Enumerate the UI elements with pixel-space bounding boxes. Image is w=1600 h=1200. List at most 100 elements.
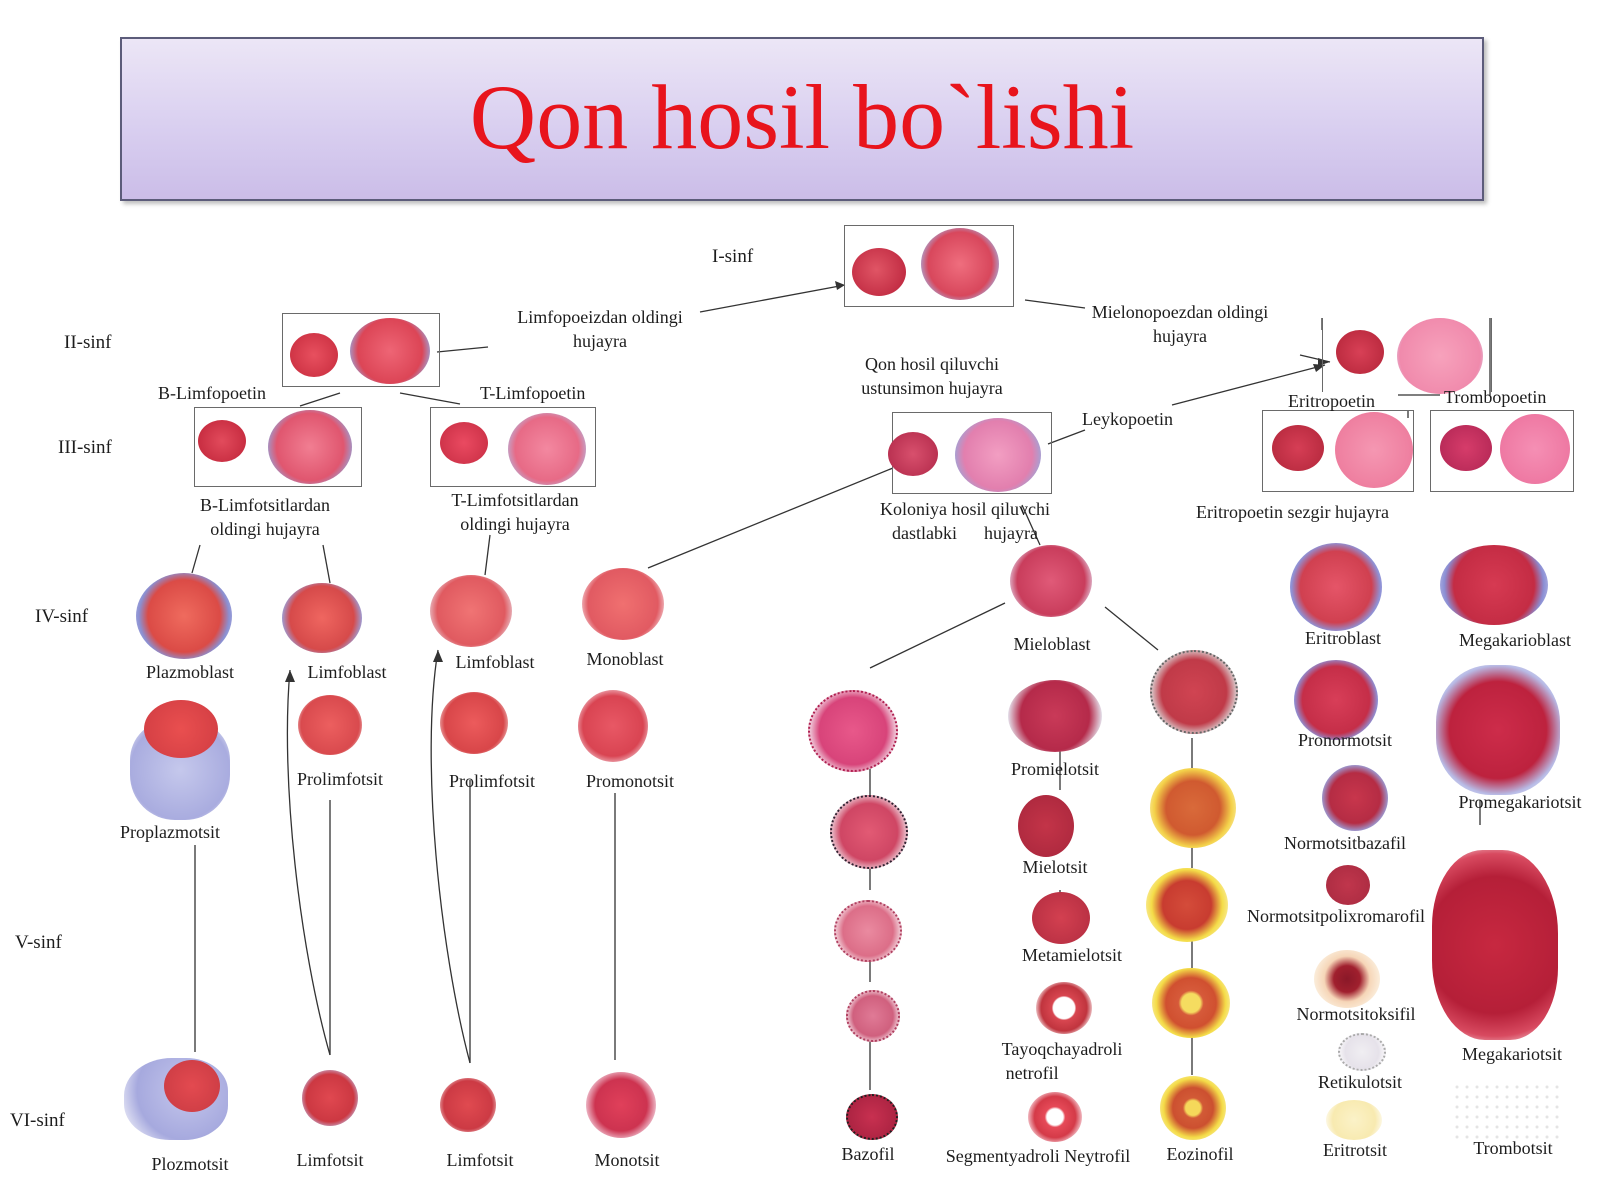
erythropoietin-label: Eritropoetin bbox=[1288, 391, 1375, 411]
eosinophil-precursor-cell bbox=[1150, 650, 1238, 734]
erythrocyte-cell bbox=[1326, 1100, 1382, 1140]
normo-oxy-cell bbox=[1314, 950, 1380, 1008]
class-label-5: V-sinf bbox=[15, 932, 62, 953]
basophil-label: Bazofil bbox=[841, 1144, 895, 1164]
t-pre-label: T-Limfotsitlardan oldingi hujayra bbox=[451, 488, 578, 536]
promegakaryocyte-label: Promegakariotsit bbox=[1458, 792, 1582, 812]
proplasmocyte-nucleus bbox=[144, 700, 218, 758]
metamyelocyte-cell bbox=[1032, 892, 1090, 944]
lymphocyte-label-2: Limfotsit bbox=[446, 1150, 514, 1170]
lymphoblast-cell-1 bbox=[282, 583, 362, 653]
pronormocyte-cell bbox=[1294, 660, 1378, 740]
stem-cell-small bbox=[852, 248, 906, 296]
colony-label-line1: Koloniya hosil qiluvchi bbox=[880, 499, 1050, 519]
stem-label-line1: Qon hosil qiluvchi bbox=[865, 354, 999, 374]
myelo-pre-label-line2: hujayra bbox=[1153, 326, 1207, 346]
prolymphocyte-cell-2 bbox=[440, 692, 508, 754]
page-title: Qon hosil bo`lishi bbox=[469, 66, 1135, 168]
myeloblast-label: Mieloblast bbox=[1013, 634, 1091, 654]
megakaryocyte-label: Megakariotsit bbox=[1462, 1044, 1562, 1064]
myelocyte-cell bbox=[1018, 795, 1074, 857]
plasmocyte-label: Plozmotsit bbox=[151, 1154, 229, 1174]
myelo-pre-label-line1: Mielonopoezdan oldingi bbox=[1091, 302, 1269, 322]
class-label-4: IV-sinf bbox=[35, 606, 89, 627]
seg-neutrophil-cell bbox=[1028, 1092, 1082, 1142]
erythroblast-label: Eritroblast bbox=[1305, 628, 1381, 648]
b-pre-label: B-Limfotsitlardan oldingi hujayra bbox=[200, 493, 330, 541]
t-pre-label-line2: oldingi hujayra bbox=[460, 514, 570, 534]
connector bbox=[1024, 299, 1086, 309]
normo-poly-cell bbox=[1326, 865, 1370, 905]
colony-label-line2: dastlabki hujayra bbox=[892, 523, 1038, 543]
eosinophil-cell bbox=[1160, 1076, 1226, 1140]
connector bbox=[399, 392, 461, 405]
prolymphocyte-label-1: Prolimfotsit bbox=[296, 769, 384, 789]
basophil-band-cell bbox=[846, 990, 900, 1042]
colony-label: Koloniya hosil qiluvchi dastlabki hujayr… bbox=[880, 497, 1050, 545]
lymph-pre-label-line1: Limfopoeizdan oldingi bbox=[517, 307, 683, 327]
seg-neutrophil-label: Segmentyadroli Neytrofil bbox=[945, 1146, 1131, 1166]
t-pre-large bbox=[508, 413, 586, 485]
normo-oxy-label: Normotsitoksifil bbox=[1296, 1004, 1416, 1024]
myelo-pre-large bbox=[1397, 318, 1483, 394]
b-pre-frame bbox=[194, 407, 362, 487]
connector bbox=[1021, 504, 1041, 546]
megakaryocyte-cell bbox=[1432, 850, 1558, 1040]
promonocyte-cell bbox=[578, 690, 648, 762]
lymphoblast-label-1: Limfoblast bbox=[307, 662, 387, 682]
eosinophil-metamyelocyte-cell bbox=[1146, 868, 1228, 942]
normo-baso-label: Normotsitbazafil bbox=[1284, 833, 1406, 853]
ery-sensitive-small bbox=[1272, 425, 1324, 471]
arrowhead bbox=[285, 670, 295, 682]
title-banner: Qon hosil bo`lishi bbox=[120, 37, 1484, 201]
myelo-pre-frame bbox=[1322, 318, 1492, 392]
connector bbox=[436, 346, 489, 353]
connector bbox=[1171, 364, 1326, 406]
megakaryoblast-label: Megakarioblast bbox=[1459, 630, 1571, 650]
monoblast-cell bbox=[582, 568, 664, 640]
t-pre-small bbox=[440, 422, 488, 464]
class-label-1: I-sinf bbox=[712, 246, 754, 267]
thrombo-sensitive-large bbox=[1500, 414, 1570, 484]
b-pre-small bbox=[198, 420, 246, 462]
connector bbox=[484, 534, 491, 576]
eosinophil-myelocyte-cell bbox=[1150, 768, 1236, 848]
stem-cell-large bbox=[921, 228, 999, 300]
basophil-cell bbox=[846, 1094, 898, 1140]
class-label-2: II-sinf bbox=[64, 332, 112, 353]
connector bbox=[647, 467, 894, 569]
eosinophil-label: Eozinofil bbox=[1166, 1144, 1234, 1164]
leukopoietin-label: Leykopoetin bbox=[1082, 409, 1173, 429]
lymphoblast-label-2: Limfoblast bbox=[455, 652, 535, 672]
thrombocyte-dots bbox=[1452, 1082, 1562, 1142]
lymphocyte-cell-1 bbox=[302, 1070, 358, 1126]
plasmoblast-label: Plazmoblast bbox=[146, 662, 234, 682]
arrowhead bbox=[433, 650, 443, 662]
monoblast-label: Monoblast bbox=[586, 649, 664, 669]
connector bbox=[869, 602, 1006, 669]
colony-small bbox=[888, 432, 938, 476]
erythrocyte-label: Eritrotsit bbox=[1323, 1140, 1387, 1160]
metamyelocyte-label: Metamielotsit bbox=[1022, 945, 1122, 965]
promyelocyte-label: Promielotsit bbox=[1010, 759, 1100, 779]
monocyte-label: Monotsit bbox=[594, 1150, 660, 1170]
plasmocyte-nucleus bbox=[164, 1060, 220, 1112]
connector bbox=[322, 544, 331, 584]
erythroblast-cell bbox=[1290, 543, 1382, 631]
promonocyte-label: Promonotsit bbox=[585, 771, 675, 791]
stem-label-line2: ustunsimon hujayra bbox=[861, 378, 1003, 398]
b-lymphopoietin-label: B-Limfopoetin bbox=[158, 383, 266, 403]
lymph-pre-small bbox=[290, 333, 338, 377]
lymph-pre-large bbox=[350, 318, 430, 384]
plasmoblast-cell bbox=[136, 573, 232, 659]
basophil-metamyelocyte-cell bbox=[834, 900, 902, 962]
class-label-6: VI-sinf bbox=[10, 1110, 65, 1131]
band-neutrophil-label-line1: Tayoqchayadroli bbox=[1001, 1039, 1123, 1059]
lymphocyte-cell-2 bbox=[440, 1078, 496, 1132]
megakaryoblast-cell bbox=[1440, 545, 1548, 625]
ery-sensitive-large bbox=[1335, 412, 1413, 488]
connector bbox=[191, 544, 201, 574]
connector bbox=[1104, 606, 1159, 651]
promyelocyte-cell bbox=[1008, 680, 1102, 752]
